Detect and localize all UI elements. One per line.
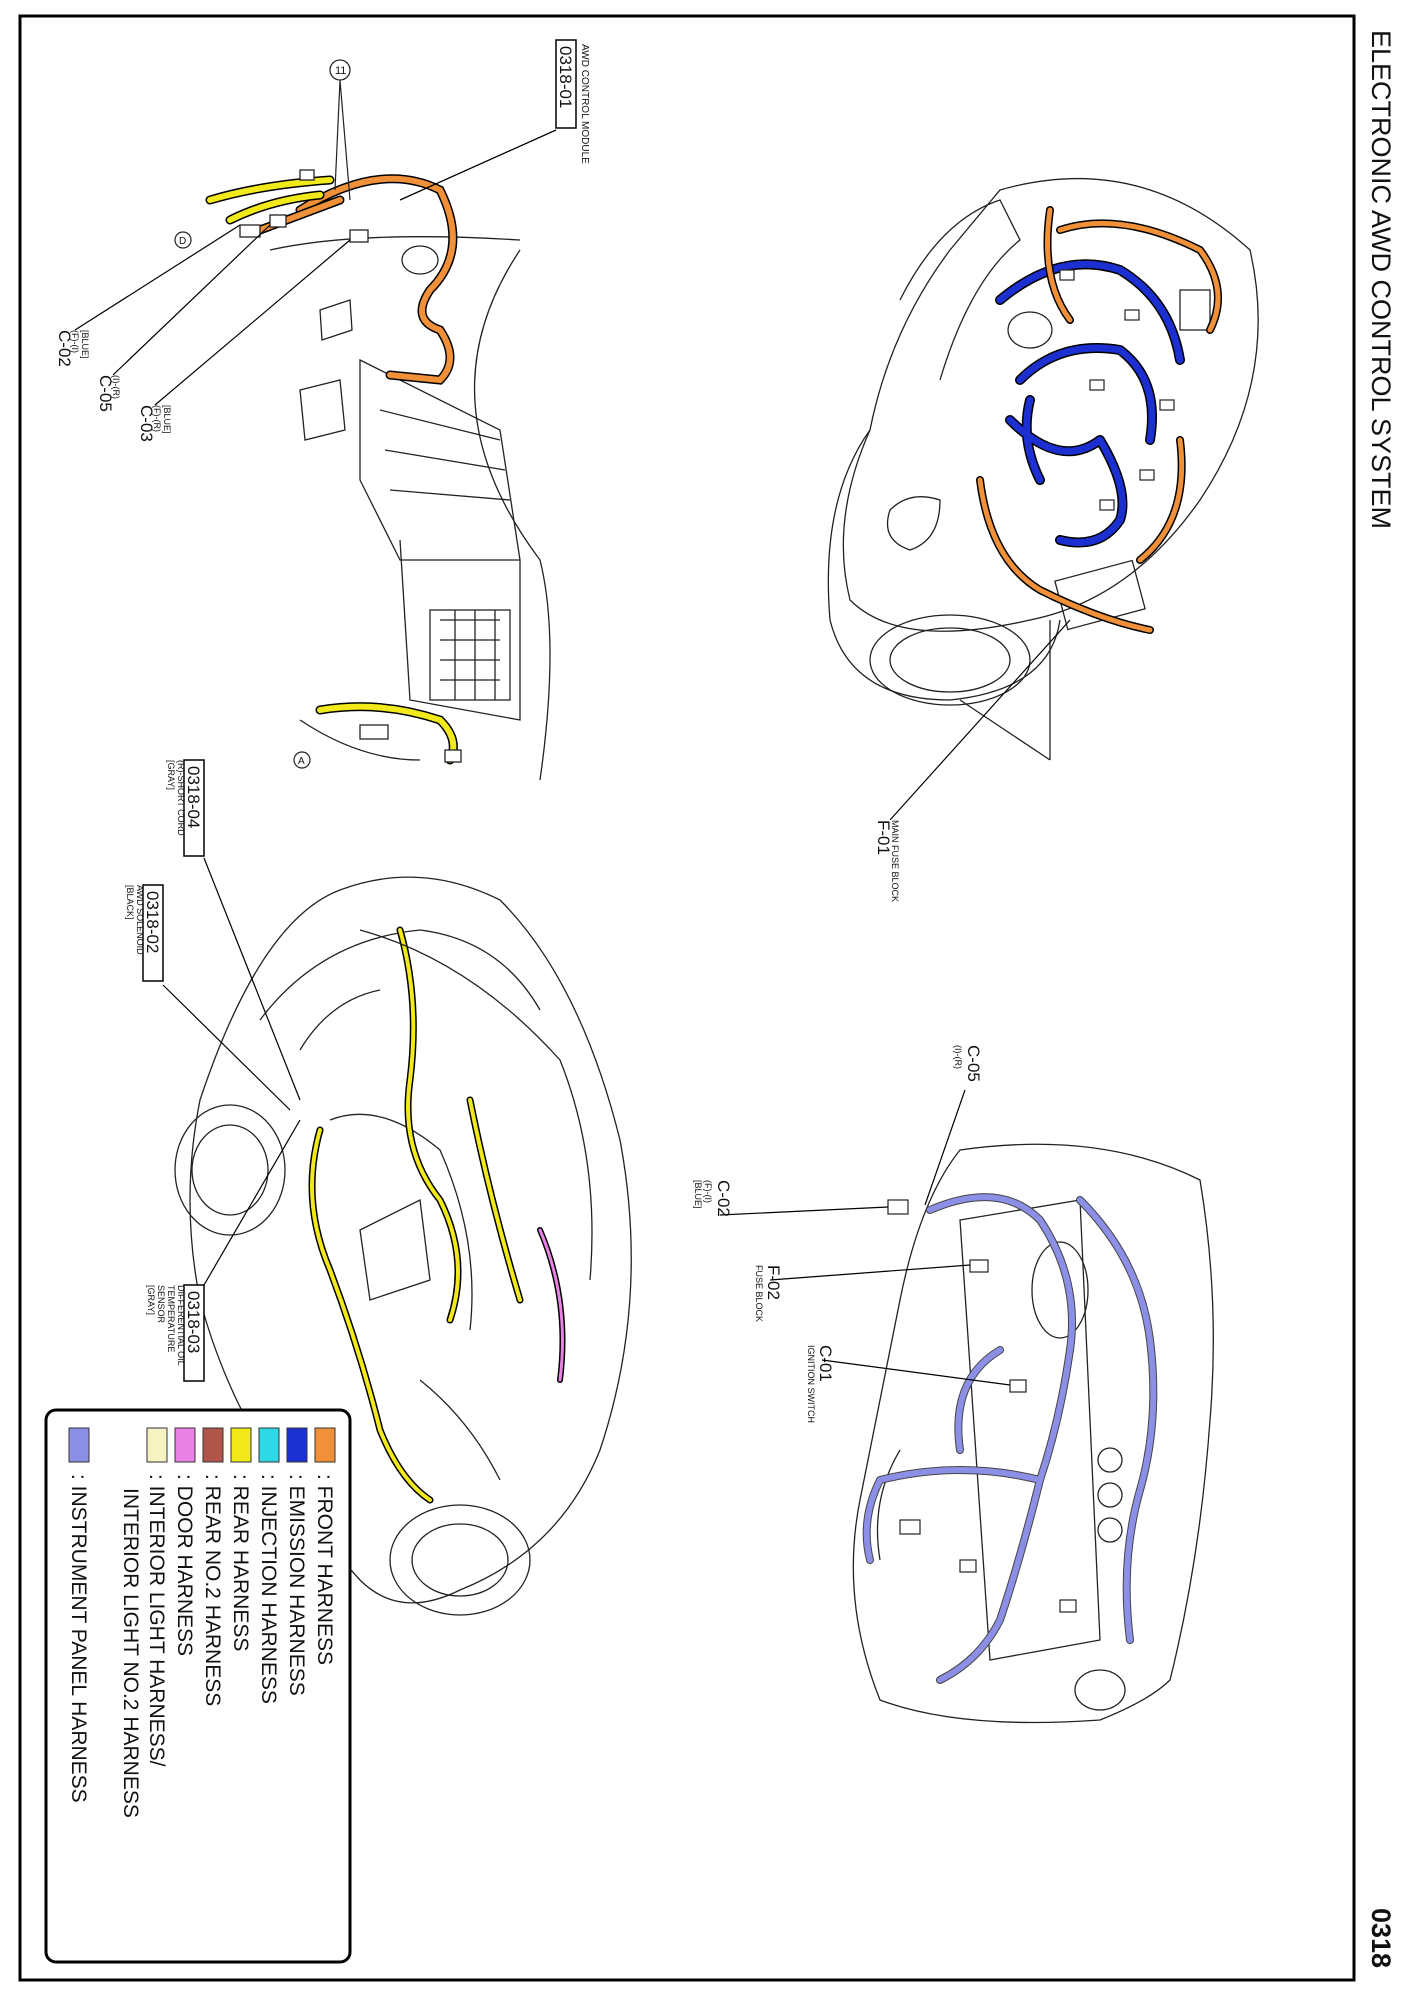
page-border — [18, 14, 1356, 1982]
short-cord-line1: (R)-SHORT CORD — [176, 760, 186, 836]
ref-d-label: D — [179, 236, 186, 247]
legend-swatch-2 — [258, 1427, 280, 1463]
short-cord-line2: [GRAY] — [166, 760, 176, 790]
page-title: ELECTRONIC AWD CONTROL SYSTEM — [1366, 30, 1396, 529]
c05-bottom-code: C-05 — [964, 1045, 983, 1082]
f02-code: F-02 — [764, 1265, 783, 1300]
legend-label-4: : REAR NO.2 HARNESS — [201, 1474, 224, 1706]
oil-sensor-line4: [GRAY] — [146, 1285, 156, 1315]
callout-code-0318-03: 0318-03 — [184, 1291, 203, 1353]
c02-bottom-line1: (F)-(I) — [703, 1180, 713, 1203]
legend-swatch-4 — [202, 1427, 224, 1463]
legend-label-7: : INSTRUMENT PANEL HARNESS — [67, 1474, 90, 1803]
callout-name-awd-module: AWD CONTROL MODULE — [579, 44, 590, 164]
callout-code-0318-02: 0318-02 — [143, 891, 162, 953]
ref-11-label: 11 — [335, 65, 346, 77]
c01-code: C-01 — [816, 1345, 835, 1382]
instrument-connectors — [887, 1199, 1077, 1613]
legend-label-6: : INTERIOR LIGHT HARNESS/ — [145, 1474, 168, 1767]
callout-box-0318-03 — [183, 1284, 205, 1382]
ref-circle-d — [174, 231, 192, 249]
c02-top-line1: (F)-(I) — [70, 330, 80, 353]
c02-bottom-line2: [BLUE] — [693, 1180, 703, 1209]
legend-swatch-5 — [174, 1427, 196, 1463]
front-harness-module-area — [255, 174, 458, 385]
oil-sensor-line3: SENSOR — [156, 1285, 166, 1324]
c05-top-code: C-05 — [96, 375, 115, 412]
legend-label-2: : INJECTION HARNESS — [257, 1474, 280, 1704]
instrument-harness — [862, 1193, 1158, 1684]
callout-box-0318-02 — [142, 884, 164, 982]
c05-top-line1: (I)-(R) — [111, 375, 121, 399]
oil-sensor-line1: DIFFERENTIAL OIL — [176, 1285, 186, 1366]
c03-code: C-03 — [137, 405, 156, 442]
rear-harness-body — [308, 926, 566, 1504]
rear-harness-module-area — [205, 175, 458, 765]
ref-a-label: A — [298, 756, 305, 767]
legend-swatch-3 — [230, 1427, 252, 1463]
engine-bay-connectors — [1059, 269, 1175, 511]
engine-bay-view — [827, 177, 1259, 761]
solenoid-line1: AWD SOLENOID — [135, 885, 145, 955]
ref-circle-a — [293, 751, 311, 769]
legend-label-1: : EMISSION HARNESS — [285, 1474, 308, 1696]
legend-swatch-1 — [286, 1427, 308, 1463]
legend-swatch-7 — [68, 1427, 90, 1463]
callout-box-0318-01 — [555, 39, 577, 129]
c02-bottom-code: C-02 — [714, 1180, 733, 1217]
body-wires — [299, 929, 593, 1481]
page-number: 0318 — [1366, 1908, 1396, 1968]
callout-code-0318-01: 0318-01 — [556, 46, 575, 108]
legend-label-6-line2: INTERIOR LIGHT NO.2 HARNESS — [119, 1488, 142, 1818]
c03-line1: (F)-(R) — [152, 405, 162, 432]
c02-top-code: C-02 — [55, 330, 74, 367]
oil-sensor-line2: TEMPERATURE — [166, 1285, 176, 1352]
module-connectors — [239, 169, 462, 763]
solenoid-line2: [BLACK] — [125, 885, 135, 920]
legend-swatch-6 — [146, 1427, 168, 1463]
f01-line1: MAIN FUSE BLOCK — [890, 820, 900, 902]
callout-code-0318-04: 0318-04 — [184, 766, 203, 828]
legend-label-0: : FRONT HARNESS — [313, 1474, 336, 1665]
awd-module-view — [269, 236, 551, 781]
c02-top-line2: [BLUE] — [80, 330, 90, 359]
harness-legend: : FRONT HARNESS: EMISSION HARNESS: INJEC… — [44, 1408, 352, 1964]
instrument-panel-view — [852, 1143, 1214, 1724]
legend-swatch-0 — [314, 1427, 336, 1463]
legend-box — [44, 1408, 352, 1964]
callout-box-0318-04 — [183, 759, 205, 857]
engine-bay-harness — [976, 206, 1222, 634]
vehicle-body-view — [174, 876, 632, 1616]
legend-label-5: : DOOR HARNESS — [173, 1474, 196, 1656]
f01-code: F-01 — [874, 820, 893, 855]
c05-bottom-line1: (I)-(R) — [953, 1045, 963, 1069]
c03-line2: [BLUE] — [162, 405, 172, 434]
f02-line1: FUSE BLOCK — [754, 1265, 764, 1322]
legend-label-3: : REAR HARNESS — [229, 1474, 252, 1651]
c01-line1: IGNITION SWITCH — [806, 1345, 816, 1423]
